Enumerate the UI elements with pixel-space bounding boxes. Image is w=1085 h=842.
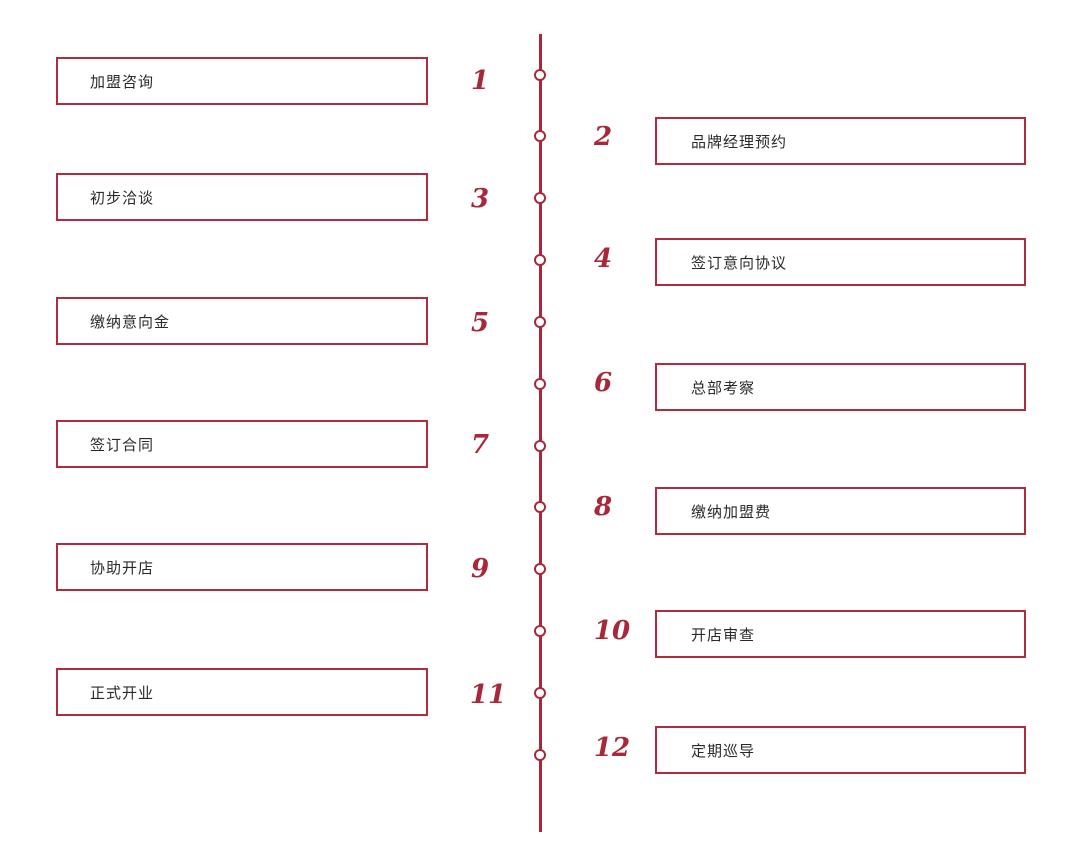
timeline-node-1: [534, 69, 546, 81]
timeline-node-2: [534, 130, 546, 142]
step-box-3: 初步洽谈: [56, 173, 428, 221]
step-box-5: 缴纳意向金: [56, 297, 428, 345]
step-number-3: 3: [470, 184, 490, 214]
step-box-8: 缴纳加盟费: [655, 487, 1026, 535]
step-label: 定期巡导: [691, 741, 756, 760]
step-box-12: 定期巡导: [655, 726, 1026, 774]
step-label: 缴纳加盟费: [691, 502, 772, 521]
timeline-node-5: [534, 316, 546, 328]
step-box-2: 品牌经理预约: [655, 117, 1026, 165]
timeline-node-7: [534, 440, 546, 452]
timeline-node-3: [534, 192, 546, 204]
step-label: 协助开店: [90, 558, 155, 577]
step-number-12: 12: [593, 733, 631, 763]
step-number-8: 8: [593, 492, 613, 522]
step-label: 品牌经理预约: [691, 132, 788, 151]
timeline-node-9: [534, 563, 546, 575]
timeline-node-4: [534, 254, 546, 266]
step-box-11: 正式开业: [56, 668, 428, 716]
timeline-node-8: [534, 501, 546, 513]
step-number-2: 2: [593, 122, 613, 152]
step-label: 签订合同: [90, 435, 155, 454]
step-number-9: 9: [470, 554, 490, 584]
step-label: 初步洽谈: [90, 188, 155, 207]
step-label: 开店审查: [691, 625, 756, 644]
step-label: 加盟咨询: [90, 72, 155, 91]
step-number-5: 5: [470, 308, 490, 338]
timeline-axis: [539, 34, 542, 832]
step-number-11: 11: [469, 680, 507, 710]
step-box-10: 开店审查: [655, 610, 1026, 658]
step-number-1: 1: [470, 66, 490, 96]
step-box-6: 总部考察: [655, 363, 1026, 411]
timeline-node-10: [534, 625, 546, 637]
step-box-1: 加盟咨询: [56, 57, 428, 105]
step-number-7: 7: [470, 430, 490, 460]
step-label: 缴纳意向金: [90, 312, 171, 331]
step-label: 总部考察: [691, 378, 756, 397]
timeline-node-6: [534, 378, 546, 390]
step-label: 签订意向协议: [691, 253, 788, 272]
step-label: 正式开业: [90, 683, 155, 702]
step-box-9: 协助开店: [56, 543, 428, 591]
step-number-4: 4: [593, 244, 613, 274]
step-number-10: 10: [593, 616, 631, 646]
step-box-7: 签订合同: [56, 420, 428, 468]
step-box-4: 签订意向协议: [655, 238, 1026, 286]
step-number-6: 6: [593, 368, 613, 398]
timeline-node-12: [534, 749, 546, 761]
timeline-node-11: [534, 687, 546, 699]
